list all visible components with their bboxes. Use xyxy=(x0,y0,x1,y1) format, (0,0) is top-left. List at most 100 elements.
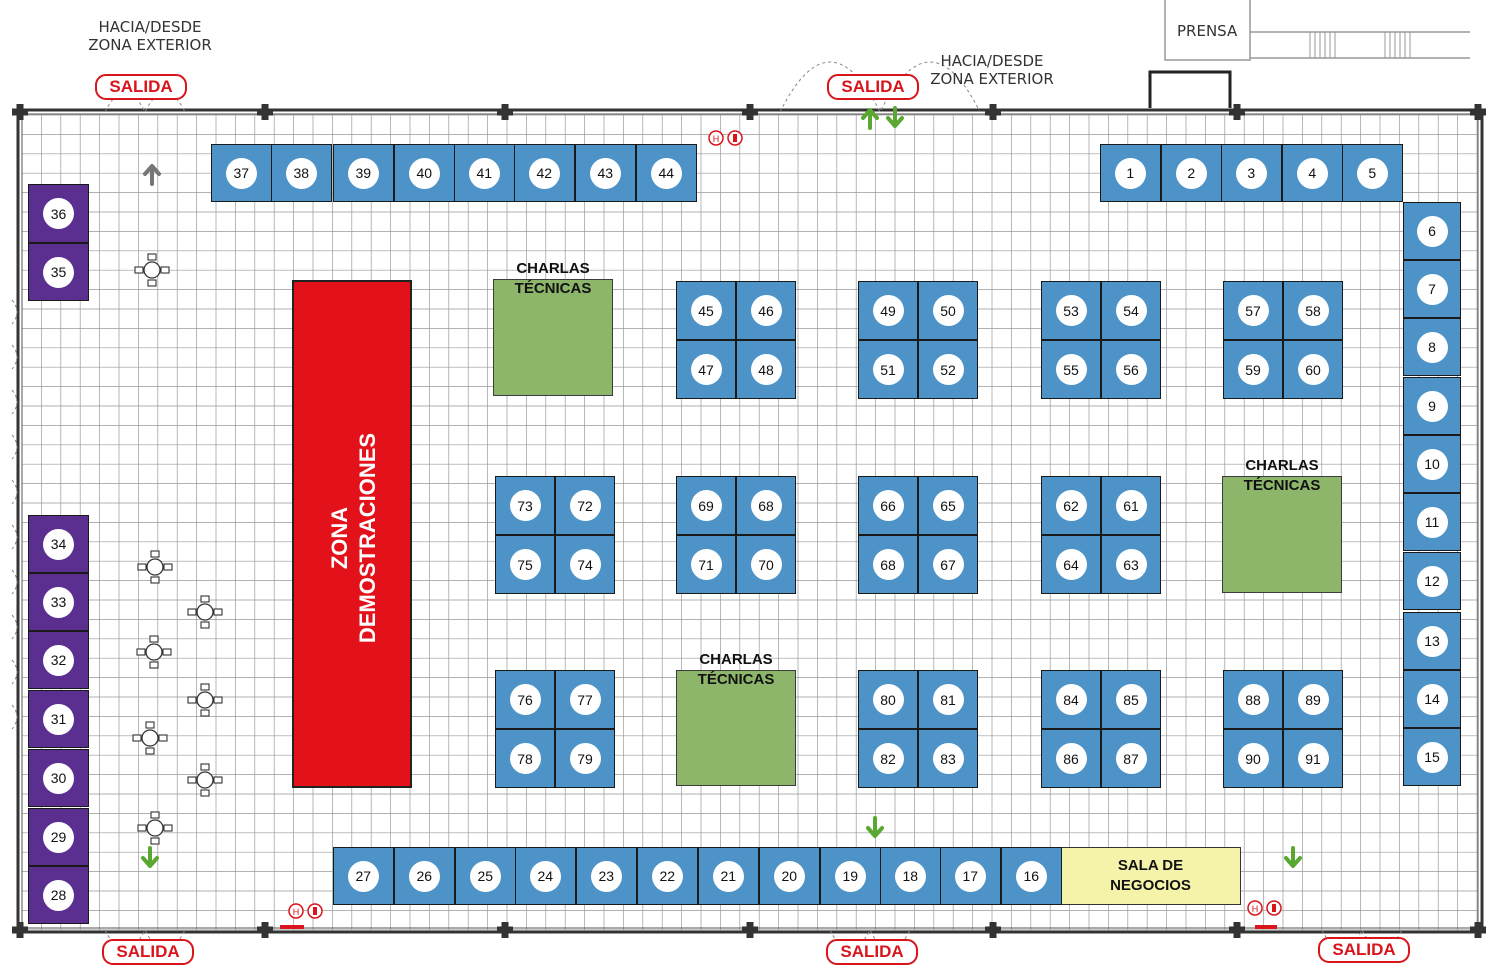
booth-42[interactable]: 42 xyxy=(514,144,575,202)
booth-35[interactable]: 35 xyxy=(28,243,89,301)
booth-39[interactable]: 39 xyxy=(333,144,394,202)
talk-zone-2[interactable] xyxy=(1222,476,1342,593)
booth-27[interactable]: 27 xyxy=(333,847,394,905)
booth-24[interactable]: 24 xyxy=(515,847,576,905)
booth-62[interactable]: 62 xyxy=(1041,476,1101,535)
booth-16[interactable]: 16 xyxy=(1001,847,1062,905)
booth-56[interactable]: 56 xyxy=(1101,340,1161,399)
booth-79[interactable]: 79 xyxy=(555,729,615,788)
booth-84[interactable]: 84 xyxy=(1041,670,1101,729)
booth-14[interactable]: 14 xyxy=(1403,670,1461,728)
booth-89[interactable]: 89 xyxy=(1283,670,1343,729)
booth-7[interactable]: 7 xyxy=(1403,260,1461,318)
booth-number: 15 xyxy=(1416,741,1448,773)
booth-72[interactable]: 72 xyxy=(555,476,615,535)
booth-78[interactable]: 78 xyxy=(495,729,555,788)
booth-81[interactable]: 81 xyxy=(918,670,978,729)
booth-3[interactable]: 3 xyxy=(1221,144,1282,202)
booth-9[interactable]: 9 xyxy=(1403,377,1461,435)
booth-12[interactable]: 12 xyxy=(1403,552,1461,610)
booth-45[interactable]: 45 xyxy=(676,281,736,340)
booth-50[interactable]: 50 xyxy=(918,281,978,340)
booth-48[interactable]: 48 xyxy=(736,340,796,399)
booth-10[interactable]: 10 xyxy=(1403,435,1461,493)
booth-80[interactable]: 80 xyxy=(858,670,918,729)
booth-34[interactable]: 34 xyxy=(28,515,89,573)
booth-76[interactable]: 76 xyxy=(495,670,555,729)
booth-55[interactable]: 55 xyxy=(1041,340,1101,399)
talk-zone-3[interactable] xyxy=(676,670,796,786)
booth-87[interactable]: 87 xyxy=(1101,729,1161,788)
booth-90[interactable]: 90 xyxy=(1223,729,1283,788)
booth-77[interactable]: 77 xyxy=(555,670,615,729)
booth-66[interactable]: 66 xyxy=(858,476,918,535)
booth-54[interactable]: 54 xyxy=(1101,281,1161,340)
booth-74[interactable]: 74 xyxy=(555,535,615,594)
booth-49[interactable]: 49 xyxy=(858,281,918,340)
booth-67[interactable]: 67 xyxy=(918,535,978,594)
booth-64[interactable]: 64 xyxy=(1041,535,1101,594)
talk-zone-1[interactable] xyxy=(493,279,613,396)
booth-65[interactable]: 65 xyxy=(918,476,978,535)
booth-29[interactable]: 29 xyxy=(28,808,89,866)
booth-68[interactable]: 68 xyxy=(736,476,796,535)
booth-1[interactable]: 1 xyxy=(1100,144,1161,202)
booth-73[interactable]: 73 xyxy=(495,476,555,535)
business-room[interactable]: SALA DE NEGOCIOS xyxy=(1060,847,1241,905)
booth-30[interactable]: 30 xyxy=(28,749,89,807)
booth-69[interactable]: 69 xyxy=(676,476,736,535)
booth-5[interactable]: 5 xyxy=(1342,144,1403,202)
booth-6[interactable]: 6 xyxy=(1403,202,1461,260)
booth-11[interactable]: 11 xyxy=(1403,493,1461,551)
booth-53[interactable]: 53 xyxy=(1041,281,1101,340)
booth-43[interactable]: 43 xyxy=(575,144,636,202)
booth-18[interactable]: 18 xyxy=(880,847,941,905)
demo-zone[interactable]: ZONA DEMOSTRACIONES xyxy=(292,280,412,788)
booth-25[interactable]: 25 xyxy=(455,847,516,905)
booth-40[interactable]: 40 xyxy=(394,144,455,202)
booth-number: 37 xyxy=(225,157,257,189)
booth-23[interactable]: 23 xyxy=(576,847,637,905)
booth-52[interactable]: 52 xyxy=(918,340,978,399)
booth-19[interactable]: 19 xyxy=(820,847,881,905)
booth-58[interactable]: 58 xyxy=(1283,281,1343,340)
booth-60[interactable]: 60 xyxy=(1283,340,1343,399)
booth-2[interactable]: 2 xyxy=(1161,144,1222,202)
booth-82[interactable]: 82 xyxy=(858,729,918,788)
booth-88[interactable]: 88 xyxy=(1223,670,1283,729)
booth-46[interactable]: 46 xyxy=(736,281,796,340)
booth-13[interactable]: 13 xyxy=(1403,612,1461,670)
booth-8[interactable]: 8 xyxy=(1403,318,1461,376)
booth-37[interactable]: 37 xyxy=(211,144,272,202)
booth-36[interactable]: 36 xyxy=(28,184,89,243)
booth-17[interactable]: 17 xyxy=(940,847,1001,905)
booth-63[interactable]: 63 xyxy=(1101,535,1161,594)
booth-85[interactable]: 85 xyxy=(1101,670,1161,729)
booth-86[interactable]: 86 xyxy=(1041,729,1101,788)
booth-47[interactable]: 47 xyxy=(676,340,736,399)
booth-28[interactable]: 28 xyxy=(28,866,89,924)
booth-71[interactable]: 71 xyxy=(676,535,736,594)
booth-15[interactable]: 15 xyxy=(1403,728,1461,786)
booth-22[interactable]: 22 xyxy=(637,847,698,905)
booth-41[interactable]: 41 xyxy=(454,144,515,202)
booth-91[interactable]: 91 xyxy=(1283,729,1343,788)
booth-61[interactable]: 61 xyxy=(1101,476,1161,535)
booth-20[interactable]: 20 xyxy=(759,847,820,905)
booth-31[interactable]: 31 xyxy=(28,690,89,748)
booth-number: 70 xyxy=(750,549,782,580)
booth-57[interactable]: 57 xyxy=(1223,281,1283,340)
booth-51[interactable]: 51 xyxy=(858,340,918,399)
booth-26[interactable]: 26 xyxy=(394,847,455,905)
booth-4[interactable]: 4 xyxy=(1282,144,1343,202)
booth-21[interactable]: 21 xyxy=(698,847,759,905)
booth-33[interactable]: 33 xyxy=(28,573,89,631)
booth-59[interactable]: 59 xyxy=(1223,340,1283,399)
booth-75[interactable]: 75 xyxy=(495,535,555,594)
booth-83[interactable]: 83 xyxy=(918,729,978,788)
booth-70[interactable]: 70 xyxy=(736,535,796,594)
booth-68[interactable]: 68 xyxy=(858,535,918,594)
booth-32[interactable]: 32 xyxy=(28,631,89,689)
booth-44[interactable]: 44 xyxy=(636,144,697,202)
booth-38[interactable]: 38 xyxy=(271,144,332,202)
